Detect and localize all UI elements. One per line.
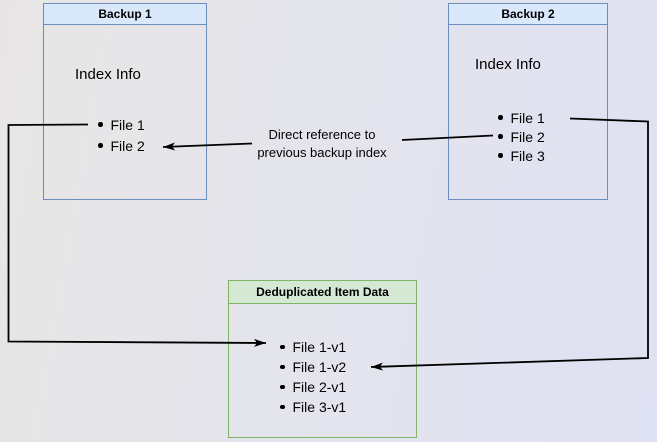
file-label: File 1-v1 — [292, 339, 347, 355]
list-item: File 3-v1 — [280, 397, 346, 417]
file-label: File 2 — [110, 137, 145, 154]
backup1-index-info-label: Index Info — [75, 66, 141, 83]
file-label: File 3-v1 — [292, 399, 347, 415]
bullet-icon — [280, 364, 285, 370]
file-label: File 2-v1 — [292, 379, 347, 395]
list-item: File 1 — [98, 114, 145, 135]
backup1-file-list: File 1 File 2 — [98, 114, 145, 156]
file-label: File 1 — [110, 116, 145, 133]
list-item: File 2 — [498, 127, 545, 146]
backup1-node: Backup 1 — [43, 3, 207, 200]
dedup-file-list: File 1-v1 File 1-v2 File 2-v1 File 3-v1 — [280, 337, 346, 417]
file-label: File 1-v2 — [292, 359, 347, 375]
backup2-node: Backup 2 — [448, 3, 608, 200]
backup2-file-list: File 1 File 2 File 3 — [498, 108, 545, 165]
list-item: File 3 — [498, 146, 545, 165]
dedup-title: Deduplicated Item Data — [229, 281, 416, 304]
backup2-index-info-label: Index Info — [475, 56, 541, 73]
dedup-node: Deduplicated Item Data — [228, 280, 417, 438]
list-item: File 2 — [98, 135, 145, 156]
bullet-icon — [498, 115, 503, 120]
bullet-icon — [98, 122, 103, 127]
file-label: File 3 — [510, 147, 545, 164]
backup2-title: Backup 2 — [449, 4, 607, 25]
annotation-line2: previous backup index — [257, 144, 387, 160]
file-label: File 2 — [510, 128, 545, 145]
list-item: File 2-v1 — [280, 377, 346, 397]
annotation-line1: Direct reference to — [268, 127, 376, 142]
bullet-icon — [498, 153, 503, 158]
list-item: File 1-v2 — [280, 357, 346, 377]
bullet-icon — [280, 384, 285, 390]
bullet-icon — [98, 143, 103, 148]
list-item: File 1-v1 — [280, 337, 346, 357]
bullet-icon — [498, 134, 503, 139]
backup1-title: Backup 1 — [44, 4, 206, 25]
connector-annotation: Direct reference to previous backup inde… — [232, 126, 412, 161]
bullet-icon — [280, 344, 285, 350]
list-item: File 1 — [498, 108, 545, 127]
bullet-icon — [280, 404, 285, 410]
file-label: File 1 — [510, 109, 545, 126]
